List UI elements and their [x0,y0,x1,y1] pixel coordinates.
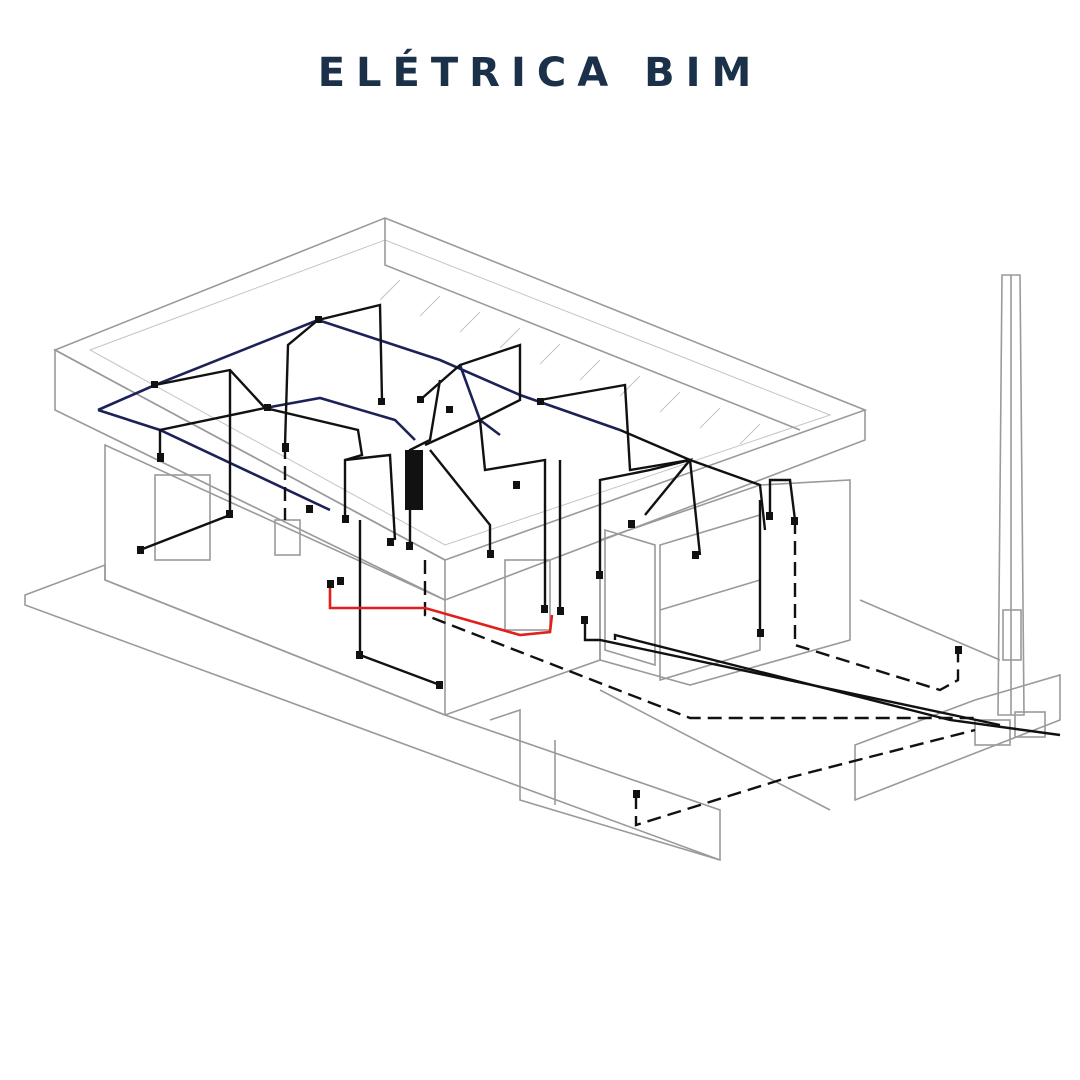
wiring [97,303,1061,827]
utility-pole [974,274,1046,746]
device-boxes [137,316,962,798]
page-title: ELÉTRICA BIM [317,50,763,96]
junction-box [1014,711,1046,738]
meter-box [974,719,1011,746]
building-outline [24,217,1061,862]
